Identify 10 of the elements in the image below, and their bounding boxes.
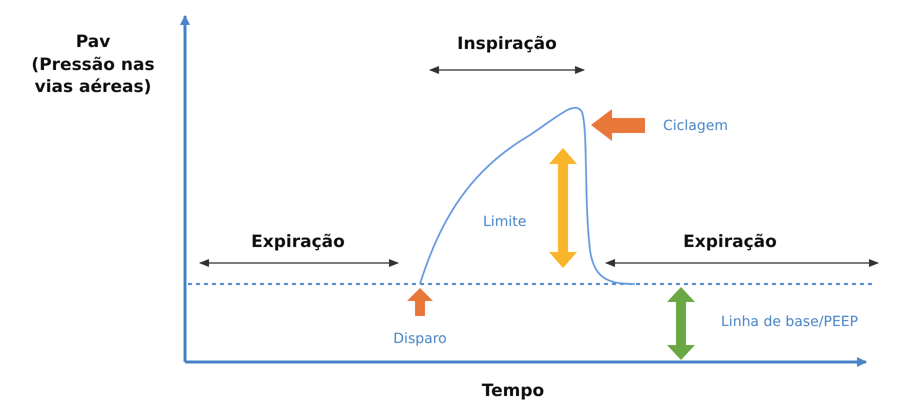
axis-title: Pav: [76, 32, 110, 52]
axis-title: (Pressão nas vias aéreas): [30, 54, 156, 98]
annotation-label: Disparo: [393, 331, 447, 347]
axis-title: Tempo: [482, 381, 544, 401]
annotation-label: Ciclagem: [663, 118, 728, 134]
phase-label: Expiração: [251, 232, 345, 252]
annotation-label: Linha de base/PEEP: [721, 314, 858, 330]
phase-label: Expiração: [683, 232, 777, 252]
annotation-label: Limite: [483, 214, 526, 230]
phase-label: Inspiração: [457, 34, 557, 54]
